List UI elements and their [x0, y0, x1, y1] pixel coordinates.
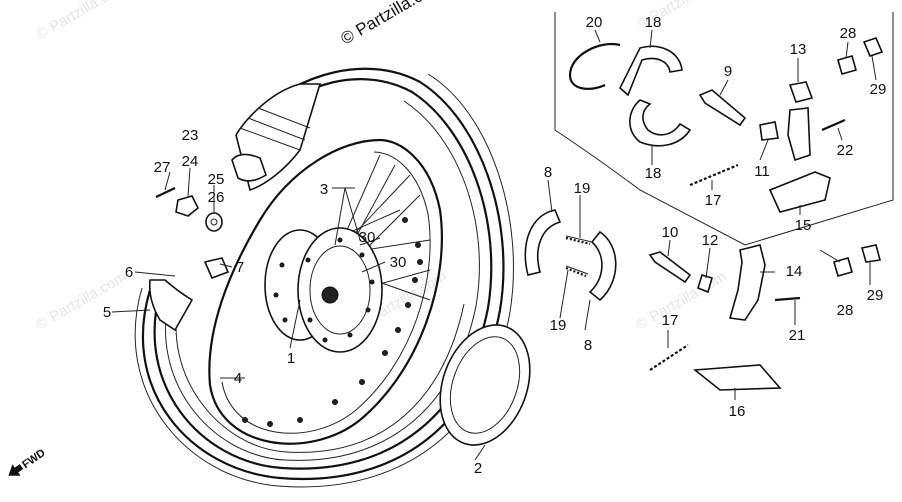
label-27: 27 [154, 159, 171, 176]
label-29a: 29 [870, 81, 887, 98]
label-24: 24 [182, 153, 199, 170]
label-18b: 18 [645, 165, 662, 182]
label-22: 22 [837, 142, 854, 159]
inset-parts [568, 37, 884, 277]
label-28b: 28 [837, 302, 854, 319]
tire [134, 67, 514, 488]
forward-label: FWD [20, 447, 47, 471]
part-labels: 1 2 3 4 5 6 7 8 8 9 10 11 12 13 14 15 16… [103, 14, 887, 477]
leader-lines [111, 29, 877, 461]
label-28a: 28 [840, 25, 857, 42]
label-17a: 17 [705, 192, 722, 209]
label-26: 26 [208, 189, 225, 206]
label-23: 23 [182, 127, 199, 144]
label-7: 7 [236, 259, 244, 276]
label-2: 2 [474, 460, 482, 477]
label-30a: 30 [359, 229, 376, 246]
label-8a: 8 [544, 164, 552, 181]
hub [264, 227, 383, 353]
label-12: 12 [702, 232, 719, 249]
label-19b: 19 [550, 317, 567, 334]
label-25: 25 [208, 171, 225, 188]
label-19a: 19 [574, 180, 591, 197]
label-18a: 18 [645, 14, 662, 31]
watermark: © Partzilla.com [34, 0, 130, 43]
label-6: 6 [125, 264, 133, 281]
label-17b: 17 [662, 312, 679, 329]
label-3: 3 [320, 181, 328, 198]
forward-arrow-icon [8, 464, 24, 476]
label-16: 16 [729, 403, 746, 420]
inset-outline [554, 12, 894, 246]
copyright-text: © Partzilla.com [338, 0, 447, 48]
label-20: 20 [586, 14, 603, 31]
forward-direction-indicator: FWD [8, 447, 48, 476]
label-13: 13 [790, 41, 807, 58]
valve-parts [155, 187, 230, 280]
label-4: 4 [234, 370, 242, 387]
label-15: 15 [795, 217, 812, 234]
label-1: 1 [287, 350, 295, 367]
brake-cam-assembly [648, 244, 801, 391]
label-29b: 29 [867, 287, 884, 304]
brake-shoes [524, 209, 617, 302]
label-10: 10 [662, 224, 679, 241]
watermark: © Partzilla.com [34, 268, 130, 333]
label-30b: 30 [390, 254, 407, 271]
label-9: 9 [724, 63, 732, 80]
label-21: 21 [789, 327, 806, 344]
label-14: 14 [786, 263, 803, 280]
disc-plate [439, 324, 531, 446]
label-5: 5 [103, 304, 111, 321]
label-8b: 8 [584, 337, 592, 354]
label-11: 11 [754, 163, 770, 180]
